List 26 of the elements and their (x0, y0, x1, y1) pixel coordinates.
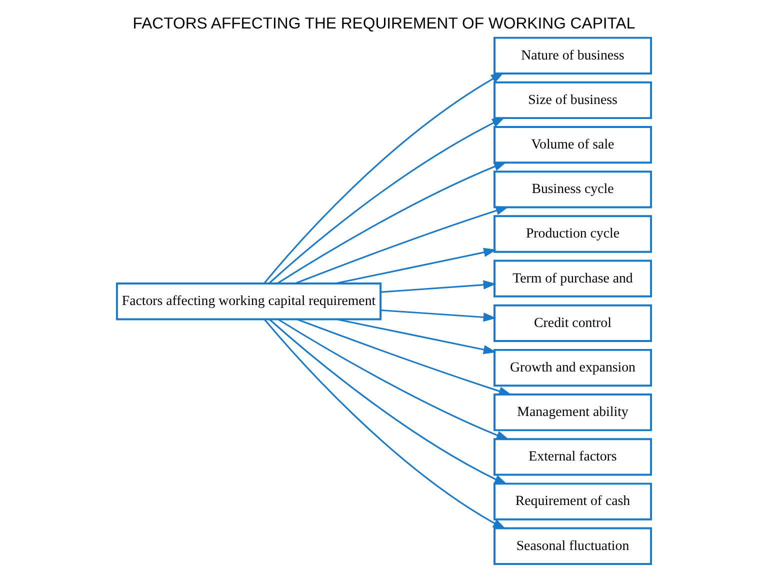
diagram-title: FACTORS AFFECTING THE REQUIREMENT OF WORKING CAPITAL (132, 16, 636, 33)
node-box: Volume of sale (494, 126, 652, 164)
arrow (294, 206, 510, 284)
node-box: Business cycle (494, 170, 652, 208)
arrow (268, 117, 506, 284)
arrow (380, 309, 496, 322)
arrow (335, 248, 497, 284)
arrow (264, 72, 504, 284)
node-box: Credit control (494, 304, 652, 342)
node-box: Nature of business (494, 36, 652, 74)
node-box: Management ability (494, 394, 652, 432)
node-box: Term of purchase and (494, 260, 652, 298)
node-box: Production cycle (494, 215, 652, 253)
arrow (276, 162, 508, 284)
node-box: Requirement of cash (494, 482, 652, 520)
arrow (278, 318, 510, 440)
arrow (380, 280, 496, 293)
node-box: External factors (494, 438, 652, 476)
node-box: Seasonal fluctuation (494, 527, 652, 565)
node-box: Growth and expansion (494, 348, 652, 387)
arrow (336, 318, 497, 354)
node-box: Factors affecting working capital requirement (116, 282, 382, 320)
arrow (264, 318, 506, 530)
arrow (268, 318, 508, 485)
node-box: Size of business (494, 81, 652, 120)
arrow (296, 318, 512, 396)
